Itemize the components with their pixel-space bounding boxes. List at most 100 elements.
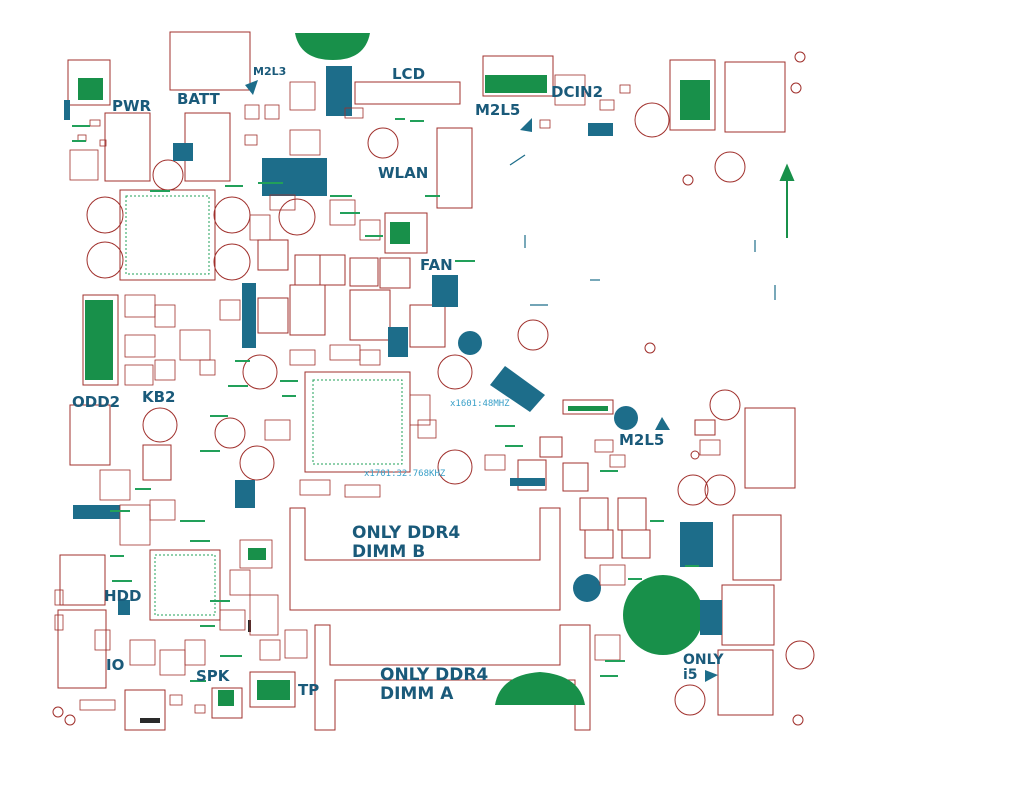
screw-hole-small [794, 51, 806, 63]
dimm-b-slot-outline [289, 507, 561, 611]
ic-right-1 [579, 497, 609, 531]
fan-copper [390, 222, 410, 244]
mosfet-2 [294, 254, 321, 286]
batt-connector-outline [169, 31, 251, 91]
spk-connector-outline [211, 687, 243, 719]
label-dimm-a: ONLY DDR4 DIMM A [380, 665, 489, 704]
pwr-copper [78, 78, 103, 100]
capacitor [239, 445, 275, 481]
blue-pad [432, 275, 458, 307]
capacitor [437, 354, 473, 390]
ic-mid-2 [517, 459, 547, 491]
ec-chip-outline [149, 549, 221, 621]
capacitor [214, 417, 246, 449]
capacitor [634, 102, 670, 138]
label-m2l3: M2L3 [253, 65, 287, 78]
capacitor [86, 241, 124, 279]
lcd-connector-outline [354, 81, 461, 105]
capacitor [213, 243, 251, 281]
capacitor [142, 407, 178, 443]
label-crystal-x1701: x1701:32.768KHZ [364, 469, 446, 479]
small-component [694, 419, 716, 436]
label-spk: SPK [196, 667, 230, 685]
inductor-cpu-1 [289, 284, 326, 336]
blue-via [614, 406, 638, 430]
tp-connector-outline [249, 671, 296, 708]
dimm-a-slot-outline [314, 624, 591, 731]
label-lcd: LCD [392, 65, 426, 83]
ic-mid-1 [562, 462, 589, 492]
ic-right-4 [621, 529, 651, 559]
audio-chip [539, 436, 563, 458]
blue-pad [326, 66, 352, 116]
label-wlan: WLAN [378, 164, 429, 182]
label-batt: BATT [177, 90, 220, 108]
usb-right-2-outline [721, 584, 775, 646]
label-tp: TP [298, 681, 320, 699]
mosfet-3 [319, 254, 346, 286]
capacitor [86, 196, 124, 234]
label-m2l5-mid: M2L5 [619, 431, 665, 449]
sim-copper [568, 406, 608, 411]
label-hdd: HDD [104, 587, 142, 605]
screw-hole-small [64, 714, 76, 726]
hdmi-outline [744, 407, 796, 489]
blue-pad [73, 505, 120, 519]
odd2-connector-outline [69, 404, 111, 466]
label-pwr: PWR [112, 97, 152, 115]
label-dimm-b: ONLY DDR4 DIMM B [352, 523, 461, 562]
capacitor [278, 198, 316, 236]
mosfet-5 [379, 257, 411, 289]
tp-copper [257, 680, 290, 700]
spk-copper [218, 690, 234, 706]
blue-pad [700, 600, 722, 635]
ic-right-2 [617, 497, 647, 531]
hdd-connector-outline [59, 554, 106, 606]
odd-copper [85, 300, 113, 380]
label-m2l5-top: M2L5 [475, 101, 521, 119]
m2l3-arrow [245, 80, 258, 95]
capacitor [437, 449, 473, 485]
cpu-outline [304, 371, 411, 473]
screw-hole-small [792, 714, 804, 726]
blue-pad [588, 123, 613, 136]
mosfet-1 [257, 239, 289, 271]
bot-connector-outline [124, 689, 166, 731]
label-odd2: ODD2 [72, 393, 121, 411]
screw-hole-small [52, 706, 64, 718]
blue-pad [118, 600, 130, 615]
pch-chip-outline [119, 189, 216, 281]
usb-top-outline [669, 59, 716, 131]
screw-hole [785, 640, 815, 670]
capacitor [213, 196, 251, 234]
top-copper-pad [295, 33, 370, 60]
label-kb2: KB2 [142, 388, 176, 406]
inductor-cpu-2 [349, 289, 391, 341]
inductor-cpu-3 [257, 297, 289, 334]
screw-hole-small [682, 174, 694, 186]
m2l5-mid-arrow [655, 417, 670, 430]
capacitor [674, 684, 706, 716]
odd-slot-outline [82, 294, 119, 386]
label-dcin2: DCIN2 [551, 83, 604, 101]
m2l5-arrow [520, 118, 532, 132]
blue-pad [242, 283, 256, 348]
capacitor [709, 389, 741, 421]
capacitor [677, 474, 709, 506]
mosfet-4 [349, 257, 379, 287]
ic-left-1 [142, 444, 172, 481]
capacitor [367, 127, 399, 159]
wlan-slot-outline [436, 127, 473, 209]
label-crystal-x1601: x1601:48MHZ [450, 399, 510, 409]
blue-pad [64, 100, 70, 120]
screw-hole [517, 319, 549, 351]
blue-pad [388, 327, 408, 357]
bottom-copper-pad [495, 672, 585, 705]
pwr-connector-outline [67, 59, 111, 106]
dcin2-copper [485, 75, 547, 93]
capacitor [152, 159, 184, 191]
usb-right-1-outline [732, 514, 782, 581]
blue-via [458, 331, 482, 355]
